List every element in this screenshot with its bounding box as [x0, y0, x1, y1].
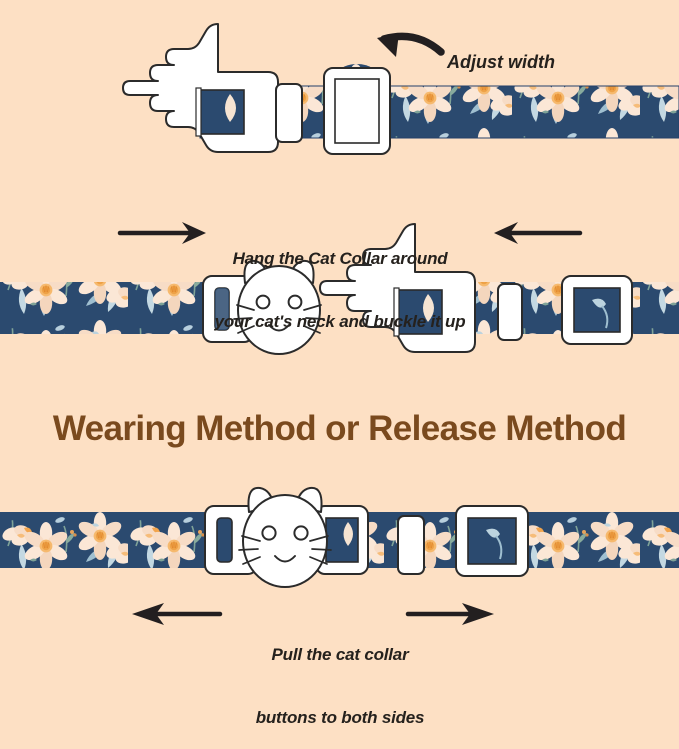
- male-buckle-bottom[interactable]: [315, 505, 369, 575]
- cat-face-buckle-bottom[interactable]: [204, 505, 258, 575]
- arrow-right-icon-bottom: [405, 603, 494, 625]
- male-buckle-top[interactable]: [122, 23, 279, 153]
- keeper-loop-top[interactable]: [275, 83, 303, 143]
- square-slider-bottom[interactable]: [455, 505, 529, 577]
- arrow-left-icon-bottom: [132, 603, 223, 625]
- instruction-infographic: Adjust width Hang the Cat Collar around …: [0, 23, 679, 727]
- adjust-width-label: Adjust width: [447, 52, 555, 72]
- bottom-instruction-line1: Pull the cat collar: [271, 645, 409, 664]
- cat-face-buckle-middle[interactable]: [202, 259, 325, 355]
- keeper-loop-bottom[interactable]: [397, 515, 425, 575]
- arrow-left-icon-middle: [494, 222, 583, 244]
- middle-instruction-line2: your cat's neck and buckle it up: [214, 312, 466, 331]
- square-slider-middle[interactable]: [561, 275, 633, 345]
- cat-face-bottom[interactable]: [238, 486, 332, 588]
- bottom-instruction-line2: buttons to both sides: [255, 708, 425, 727]
- bottom-instruction: Pull the cat collar buttons to both side…: [215, 602, 465, 749]
- middle-instruction: Hang the Cat Collar around your cat's ne…: [190, 206, 490, 353]
- collar-illustration: [0, 23, 679, 625]
- male-buckle-middle[interactable]: [319, 223, 476, 353]
- curved-arrow-left-icon: [377, 32, 445, 57]
- arrow-right-icon-middle: [117, 222, 206, 244]
- keeper-loop-middle[interactable]: [497, 283, 523, 341]
- page-title: Wearing Method or Release Method: [52, 409, 627, 448]
- slider-adjuster-top[interactable]: [323, 67, 391, 155]
- middle-instruction-line1: Hang the Cat Collar around: [232, 249, 448, 268]
